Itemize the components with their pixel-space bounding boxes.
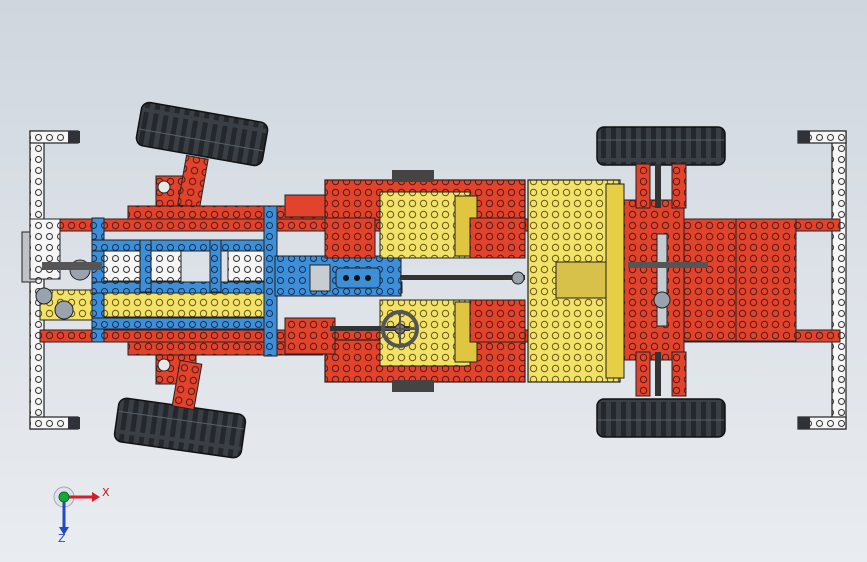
front-red-assembly: [623, 163, 797, 397]
coordinate-triad: X Z: [40, 478, 110, 548]
rear-steering-knuckles: [155, 154, 209, 411]
triad-graphic: [53, 486, 100, 535]
rear-left-tire: [135, 101, 269, 167]
blue-rear-subframe: [91, 205, 403, 357]
front-axle: [628, 233, 708, 327]
rear-gearbox: [35, 259, 102, 320]
front-yellow-block: [527, 179, 625, 383]
front-white-frame: [797, 130, 847, 430]
steering-assembly: [330, 271, 525, 348]
rear-white-frame: [21, 130, 80, 430]
center-body-red: [284, 179, 526, 383]
x-axis-label: X: [102, 486, 110, 499]
front-left-tire: [596, 126, 726, 166]
front-right-tire: [596, 398, 726, 438]
rear-infill-bricks: [29, 218, 265, 321]
y-axis-marker: [58, 491, 70, 503]
z-axis-label: Z: [58, 532, 66, 545]
side-gears: [392, 170, 434, 392]
